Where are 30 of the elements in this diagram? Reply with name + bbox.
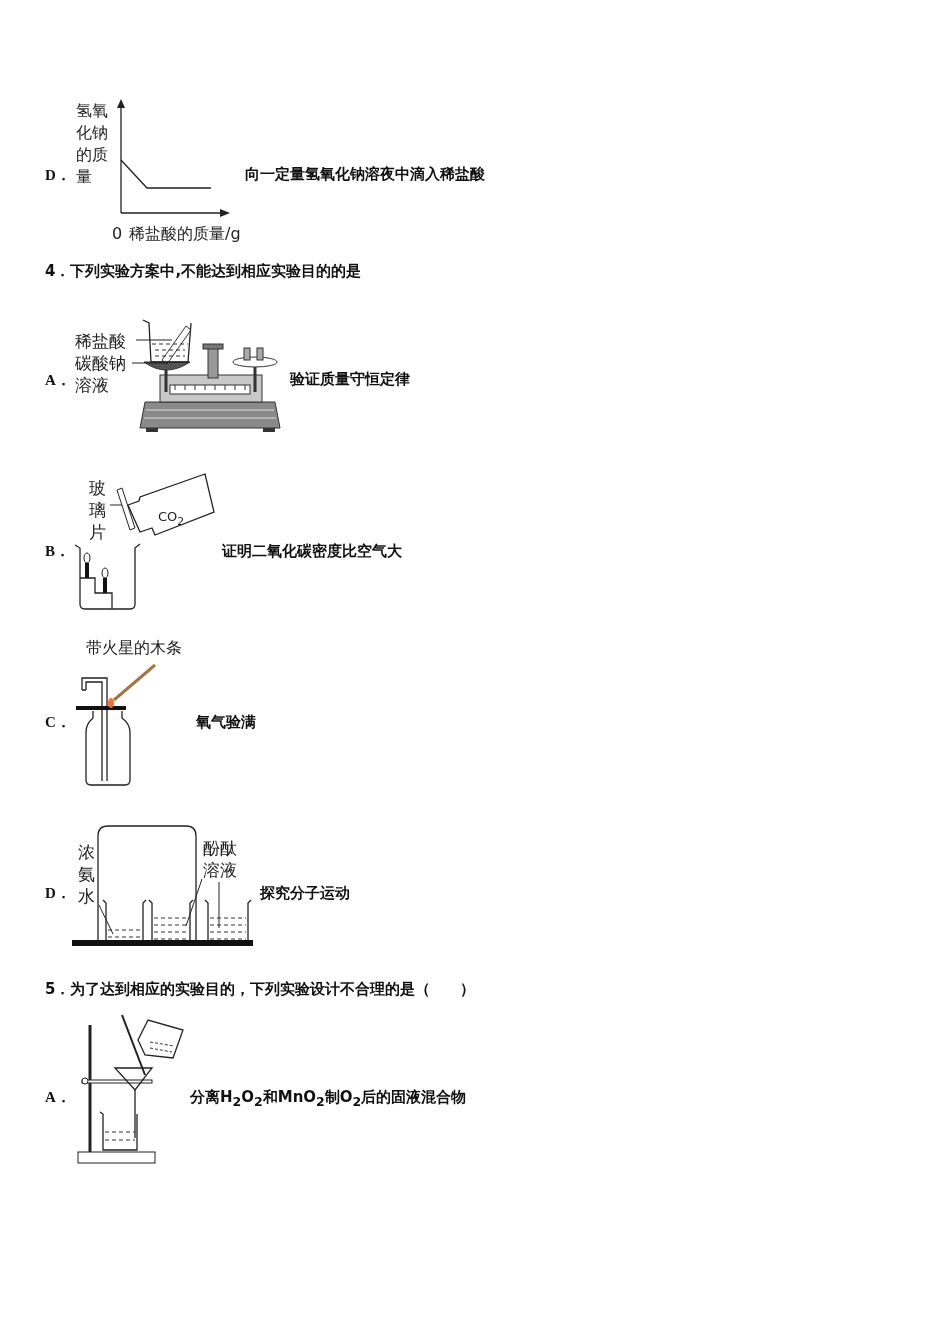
question-text: 5．为了达到相应的实验目的，下列实验设计不合理的是（ ） (45, 980, 476, 998)
leader-line (98, 904, 114, 935)
option-text: 氧气验满 (196, 713, 256, 731)
option-text: 验证质量守恒定律 (290, 370, 410, 388)
option-text: 分离H$_{2}$O$_{2}$和MnO$_{2}$制O$_{2}$后的固液混合物 (190, 1088, 467, 1109)
option-letter: A． (45, 1088, 71, 1106)
callout-label: 酚酞溶液 (203, 837, 243, 881)
leader-line (131, 362, 169, 364)
tick-label: 0 (112, 224, 123, 244)
callout-label: 浓氨水 (78, 841, 98, 907)
option-letter: D． (45, 884, 71, 902)
option-text: 证明二氧化碳密度比空气大 (222, 542, 402, 560)
callout-label: 玻璃片 (89, 477, 109, 543)
leader-line (135, 339, 173, 341)
leader-line (218, 881, 220, 929)
axis-label: 稀盐酸的质量/g (129, 224, 241, 244)
option-letter: B． (45, 542, 70, 560)
option-text: 探究分子运动 (260, 884, 350, 902)
leader-line (185, 878, 203, 927)
callout-label: 稀盐酸 (75, 330, 135, 352)
gas-label: CO$_{2}$ (158, 509, 185, 528)
apparatus-label: 带火星的木条 (86, 638, 182, 658)
option-letter: A． (45, 371, 71, 389)
option-letter: D． (45, 166, 71, 184)
leader-line (109, 504, 123, 506)
option-letter: C． (45, 713, 71, 731)
callout-label: 碳酸钠溶液 (75, 352, 131, 396)
option-text: 向一定量氢氧化钠溶夜中滴入稀盐酸 (245, 165, 485, 183)
question-text: 4．下列实验方案中,不能达到相应实验目的的是 (45, 262, 362, 280)
axis-label: 氢氧化钠的质量 (76, 100, 109, 188)
